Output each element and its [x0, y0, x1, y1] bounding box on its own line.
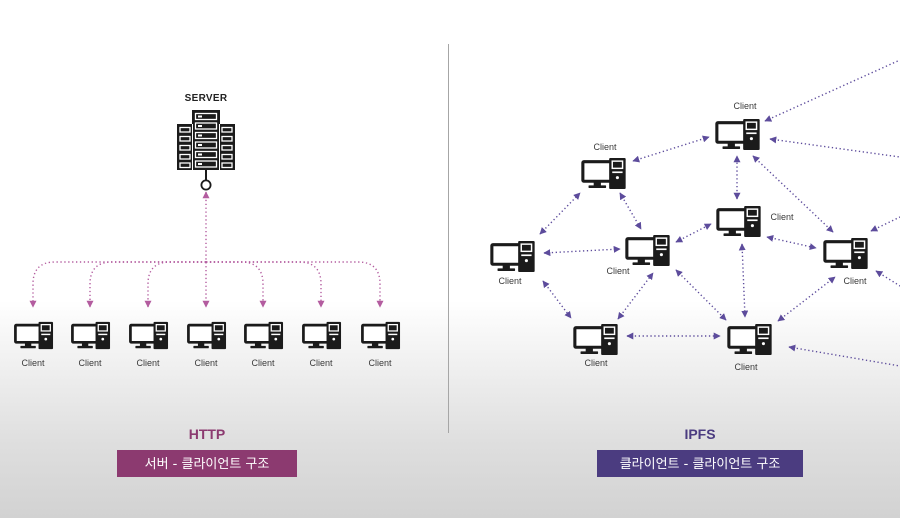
desktop-computer-icon [823, 237, 869, 270]
client-label: Client [606, 266, 630, 276]
desktop-computer-icon [302, 321, 342, 350]
desktop-computer-icon [187, 321, 227, 350]
http-diagram: SERVER [14, 93, 401, 477]
desktop-computer-icon [14, 321, 54, 350]
server-to-client-arrow [86, 261, 206, 308]
client-label: Client [251, 358, 275, 368]
ipfs-title: IPFS [684, 426, 715, 442]
client-label: Client [309, 358, 333, 368]
client-label: Client [733, 101, 757, 111]
server-rack-icon [177, 110, 235, 170]
client-label: Client [21, 358, 45, 368]
http-caption: 서버 - 클라이언트 구조 [145, 457, 270, 472]
desktop-computer-icon [490, 240, 536, 273]
server-to-client-arrow [29, 261, 206, 308]
client-label: Client [843, 276, 867, 286]
client-node: Client [716, 205, 794, 238]
external-peer-link-arrow [764, 59, 900, 122]
peer-link-arrow [543, 245, 621, 257]
client-node: Client [823, 237, 869, 286]
peer-link-arrow [542, 280, 572, 319]
client-label: Client [734, 362, 758, 372]
desktop-computer-icon [573, 323, 619, 356]
peer-link-arrow [766, 234, 817, 251]
desktop-computer-icon [244, 321, 284, 350]
client-label: Client [593, 142, 617, 152]
client-node: Client [361, 321, 401, 368]
peer-link-arrow [675, 269, 727, 321]
client-label: Client [78, 358, 102, 368]
server-to-client-arrow [206, 261, 267, 308]
http-links [29, 191, 384, 308]
desktop-computer-icon [625, 234, 671, 267]
http-clients: Client Client Client Client Client Client Clie… [14, 321, 401, 368]
external-peer-link-arrow [769, 136, 900, 158]
peer-link-arrow [738, 243, 749, 318]
client-node: Client [129, 321, 169, 368]
peer-link-arrow [777, 276, 836, 322]
peer-link-arrow [632, 135, 710, 163]
desktop-computer-icon [716, 205, 762, 238]
client-label: Client [770, 212, 794, 222]
desktop-computer-icon [715, 118, 761, 151]
peer-link-arrow [619, 192, 642, 230]
peer-link-arrow [675, 223, 712, 243]
server-to-client-arrow [206, 261, 384, 308]
client-node: Client [715, 101, 761, 151]
peer-link-arrow [752, 155, 834, 233]
server-to-client-arrow [144, 261, 206, 308]
client-node: Client [187, 321, 227, 368]
client-node: Client [573, 323, 619, 368]
ipfs-caption-box [597, 450, 803, 477]
client-label: Client [136, 358, 160, 368]
client-node: Client [71, 321, 111, 368]
client-label: Client [368, 358, 392, 368]
desktop-computer-icon [581, 157, 627, 190]
client-label: Client [194, 358, 218, 368]
server-rack-units [179, 112, 233, 170]
peer-link-arrow [617, 272, 654, 320]
client-label: Client [584, 358, 608, 368]
client-label: Client [498, 276, 522, 286]
desktop-computer-icon [727, 323, 773, 356]
client-node: Client [490, 240, 536, 286]
client-node: Client [606, 234, 671, 276]
ipfs-links [539, 59, 900, 367]
peer-link-arrow [539, 192, 581, 235]
external-peer-link-arrow [870, 216, 900, 232]
http-title: HTTP [189, 426, 226, 442]
client-node: Client [244, 321, 284, 368]
ipfs-caption: 클라이언트 - 클라이언트 구조 [620, 457, 781, 472]
client-node: Client [581, 142, 627, 190]
server-port-node [200, 179, 212, 191]
desktop-computer-icon [361, 321, 401, 350]
server-label: SERVER [185, 93, 228, 104]
external-peer-link-arrow [788, 344, 900, 367]
client-node: Client [14, 321, 54, 368]
client-node: Client [302, 321, 342, 368]
desktop-computer-icon [71, 321, 111, 350]
server-rack-leds [198, 115, 202, 165]
desktop-computer-icon [129, 321, 169, 350]
http-caption-box [117, 450, 297, 477]
external-peer-link-arrow [875, 270, 900, 287]
client-node: Client [727, 323, 773, 372]
